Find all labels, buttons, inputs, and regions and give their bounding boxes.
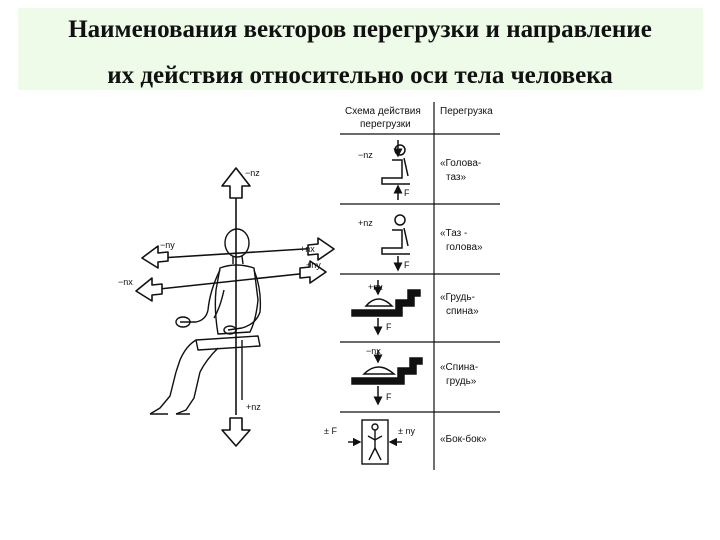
header-scheme-line-1: Схема действия [345, 106, 421, 117]
row-5-vector-right: ± ny [398, 426, 415, 436]
right-upper-arrow-icon [307, 237, 335, 261]
row-2-name-line-2: голова» [446, 242, 483, 253]
row-1-vector: −nz [358, 150, 373, 160]
title-line-2: их действия относительно оси тела челове… [107, 62, 613, 89]
row-4-name-line-1: «Спина- [440, 362, 478, 373]
row-5-name: «Бок-бок» [440, 433, 487, 445]
row-3-name-line-2: спина» [446, 306, 479, 317]
label-plus-ny-right: +ny [306, 260, 321, 270]
left-lower-arrow-icon [135, 277, 163, 302]
row-3-force: F [386, 322, 392, 332]
row-1-force: F [404, 188, 410, 198]
left-upper-arrow-icon [141, 245, 169, 269]
row-1-scheme [381, 140, 410, 200]
row-3-scheme [351, 280, 421, 336]
title-line-1: Наименования векторов перегрузки и напра… [68, 16, 652, 43]
up-arrow-icon [221, 167, 251, 199]
ny-axis-line [159, 247, 321, 259]
title-band [18, 8, 703, 90]
row-4-name-line-2: грудь» [446, 376, 477, 387]
label-minus-nx-left: −nx [118, 277, 133, 287]
overload-table [340, 102, 500, 470]
row-5-vector-left: ± F [324, 426, 337, 436]
row-3-name-line-1: «Грудь- [440, 292, 475, 303]
row-1-name-line-1: «Голова- [440, 158, 481, 169]
label-minus-ny-left: −ny [160, 240, 175, 250]
label-plus-nx-right: +nx [300, 244, 315, 254]
row-3-vector: +nx [368, 282, 383, 292]
label-minus-nz: −nz [245, 168, 260, 178]
down-arrow-icon [221, 417, 251, 447]
row-2-name-line-1: «Таз - [440, 228, 467, 239]
label-plus-nz: +nz [246, 402, 261, 412]
header-overload: Перегрузка [440, 106, 493, 117]
right-lower-arrow-icon [299, 260, 327, 284]
seated-human-outline [149, 228, 262, 415]
row-4-scheme [351, 350, 423, 406]
row-4-vector: −nx [366, 346, 381, 356]
row-2-scheme [381, 214, 410, 272]
nx-axis-line [149, 271, 319, 291]
row-4-force: F [386, 392, 392, 402]
row-2-vector: +nz [358, 218, 373, 228]
row-2-force: F [404, 260, 410, 270]
human-figure-group [135, 167, 335, 447]
row-1-name-line-2: таз» [446, 172, 467, 183]
header-scheme-line-2: перегрузки [360, 119, 411, 130]
row-5-scheme [348, 419, 402, 465]
